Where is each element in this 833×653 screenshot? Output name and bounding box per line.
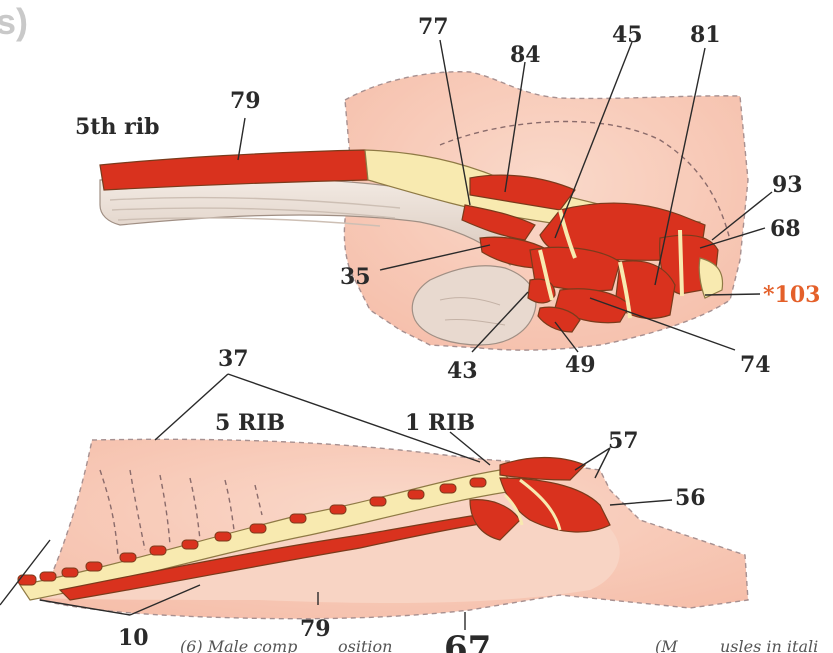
label-56: 56 [675, 485, 706, 511]
label-79-top: 79 [230, 88, 261, 114]
label-35: 35 [340, 264, 371, 290]
label-5th-rib: 5th rib [75, 114, 159, 140]
header-fragment: s) [0, 1, 28, 42]
label-74: 74 [740, 352, 771, 378]
label-43: 43 [447, 358, 478, 384]
top-diagram [100, 72, 748, 350]
label-45: 45 [612, 22, 643, 48]
label-79-bottom: 79 [300, 616, 331, 642]
label-5-rib: 5 RIB [215, 410, 285, 436]
label-84: 84 [510, 42, 541, 68]
muscle-57 [500, 458, 585, 481]
caption-fragment-end: usles in itali [720, 637, 818, 653]
label-67: 67 [444, 629, 491, 653]
caption-fragment-left: (6) Male comp [180, 637, 297, 653]
label-10: 10 [118, 625, 149, 651]
label-103: *103 [763, 282, 820, 308]
label-37: 37 [218, 346, 249, 372]
label-77: 77 [418, 14, 449, 40]
label-57: 57 [608, 428, 639, 454]
label-81: 81 [690, 22, 721, 48]
caption-fragment-mid: osition [338, 637, 392, 653]
bottom-diagram [18, 439, 748, 618]
label-93: 93 [772, 172, 803, 198]
label-68: 68 [770, 216, 801, 242]
label-1-rib: 1 RIB [405, 410, 475, 436]
caption-fragment-right: (M [655, 637, 678, 653]
label-49: 49 [565, 352, 596, 378]
